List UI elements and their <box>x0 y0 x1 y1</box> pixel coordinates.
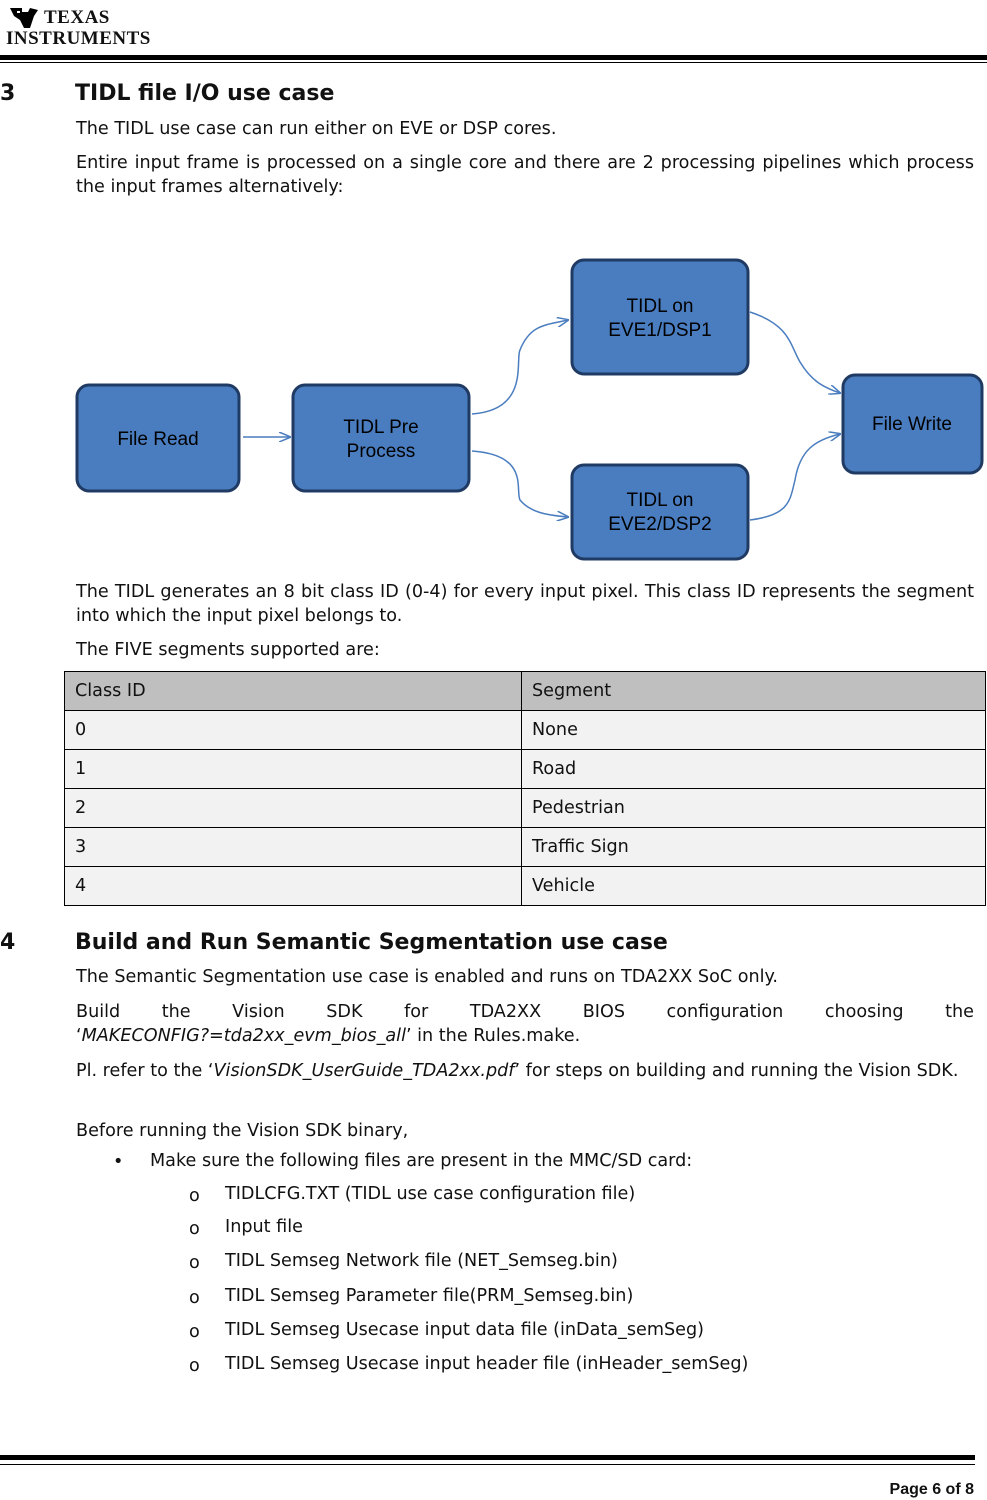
config-name: MAKECONFIG?=tda2xx_evm_bios_all <box>81 1026 406 1046</box>
section-title: Build and Run Semantic Segmentation use … <box>75 930 668 955</box>
table-cell: Vehicle <box>521 866 986 906</box>
table-cell: 1 <box>64 749 522 789</box>
box-pre-label-2: Process <box>347 441 416 462</box>
arrow-eve1-to-write <box>749 311 840 393</box>
circle-bullet-icon: o <box>189 1322 200 1342</box>
box-tidl-pre-process: TIDL Pre Process <box>291 383 471 493</box>
table-cell: 2 <box>64 788 522 828</box>
box-file-write: File Write <box>841 373 984 475</box>
list-item: Input file <box>225 1217 303 1237</box>
arrow-pre-to-eve1 <box>471 320 568 415</box>
table-cell: None <box>521 710 986 750</box>
paragraph-tail: ’ in the Rules.make. <box>405 1026 581 1046</box>
circle-bullet-icon: o <box>189 1356 200 1376</box>
box-eve2-label-2: EVE2/DSP2 <box>608 514 712 535</box>
footer-rule-thin <box>0 1464 975 1465</box>
table-cell: 0 <box>64 710 522 750</box>
box-file-write-label: File Write <box>872 414 952 435</box>
circle-bullet-icon: o <box>189 1186 200 1206</box>
box-pre-label-1: TIDL Pre <box>343 417 418 438</box>
logo-text-instruments: INSTRUMENTS <box>6 28 151 49</box>
paragraph: Build the Vision SDK for TDA2XX BIOS con… <box>76 1000 974 1048</box>
list-item: TIDL Semseg Network file (NET_Semseg.bin… <box>225 1251 618 1271</box>
list-item: Make sure the following files are presen… <box>150 1151 693 1171</box>
circle-bullet-icon: o <box>189 1253 200 1273</box>
table-header-cell: Class ID <box>64 671 522 711</box>
paragraph-text: The TIDL generates an 8 bit class ID (0-… <box>76 582 974 626</box>
section-title: TIDL file I/O use case <box>75 81 335 106</box>
paragraph: The TIDL generates an 8 bit class ID (0-… <box>76 580 974 628</box>
table-row: 3 Traffic Sign <box>64 827 986 867</box>
box-file-read-label: File Read <box>117 429 198 450</box>
section-4-heading: 4 Build and Run Semantic Segmentation us… <box>0 930 987 958</box>
box-file-read: File Read <box>75 383 241 493</box>
paragraph-text: ’ for steps on building and running the … <box>514 1061 959 1081</box>
table-cell: 3 <box>64 827 522 867</box>
list-item: TIDL Semseg Parameter file(PRM_Semseg.bi… <box>225 1286 634 1306</box>
footer-rule-thick <box>0 1455 975 1460</box>
list-item: TIDL Semseg Usecase input header file (i… <box>225 1354 749 1374</box>
logo-text-texas: TEXAS <box>44 7 110 28</box>
paragraph: Pl. refer to the ‘VisionSDK_UserGuide_TD… <box>76 1059 974 1083</box>
paragraph: The TIDL use case can run either on EVE … <box>76 119 557 139</box>
box-eve1-label-2: EVE1/DSP1 <box>608 320 712 341</box>
table-row: 0 None <box>64 710 986 750</box>
arrow-eve2-to-write <box>749 434 840 521</box>
table-cell: Road <box>521 749 986 789</box>
paragraph-line: Build the Vision SDK for TDA2XX BIOS con… <box>76 1002 974 1022</box>
section-3-heading: 3 TIDL file I/O use case <box>0 81 900 109</box>
circle-bullet-icon: o <box>189 1219 200 1239</box>
box-tidl-eve1: TIDL on EVE1/DSP1 <box>570 258 750 376</box>
header-rule-thick <box>0 55 987 60</box>
paragraph: Entire input frame is processed on a sin… <box>76 153 974 197</box>
header-rule-thin <box>0 62 987 63</box>
table-row: 1 Road <box>64 749 986 789</box>
doc-name: VisionSDK_UserGuide_TDA2xx.pdf <box>213 1061 515 1081</box>
section-number: 4 <box>0 930 16 955</box>
box-tidl-eve2: TIDL on EVE2/DSP2 <box>570 463 750 561</box>
list-item: TIDL Semseg Usecase input data file (inD… <box>225 1320 704 1340</box>
table-header-row: Class ID Segment <box>64 671 986 711</box>
paragraph-text: Pl. refer to the ‘ <box>76 1061 214 1081</box>
paragraph-line: ‘MAKECONFIG?=tda2xx_evm_bios_all’ in the… <box>76 1024 974 1048</box>
ti-emblem-icon <box>10 8 38 28</box>
table-cell: Traffic Sign <box>521 827 986 867</box>
box-eve1-label-1: TIDL on <box>627 296 694 317</box>
table-header-cell: Segment <box>521 671 986 711</box>
list-item: TIDLCFG.TXT (TIDL use case configuration… <box>225 1184 636 1204</box>
table-row: 4 Vehicle <box>64 866 986 906</box>
table-row: 2 Pedestrian <box>64 788 986 828</box>
pipeline-diagram: File Read TIDL Pre Process TIDL on EVE1/… <box>75 258 984 561</box>
ti-logo: TEXAS INSTRUMENTS <box>6 4 150 50</box>
paragraph: Before running the Vision SDK binary, <box>76 1121 409 1141</box>
class-id-table: Class ID Segment 0 None 1 Road 2 Pedestr… <box>64 671 986 906</box>
page-number: Page 6 of 8 <box>889 1481 974 1498</box>
box-eve2-label-1: TIDL on <box>627 490 694 511</box>
quote-mark: ‘ <box>76 1026 82 1046</box>
bullet-icon: • <box>113 1152 124 1172</box>
paragraph: The Semantic Segmentation use case is en… <box>76 967 779 987</box>
section-number: 3 <box>0 81 16 106</box>
circle-bullet-icon: o <box>189 1288 200 1308</box>
paragraph: The FIVE segments supported are: <box>76 640 380 660</box>
table-cell: Pedestrian <box>521 788 986 828</box>
table-cell: 4 <box>64 866 522 906</box>
arrow-pre-to-eve2 <box>471 450 568 517</box>
